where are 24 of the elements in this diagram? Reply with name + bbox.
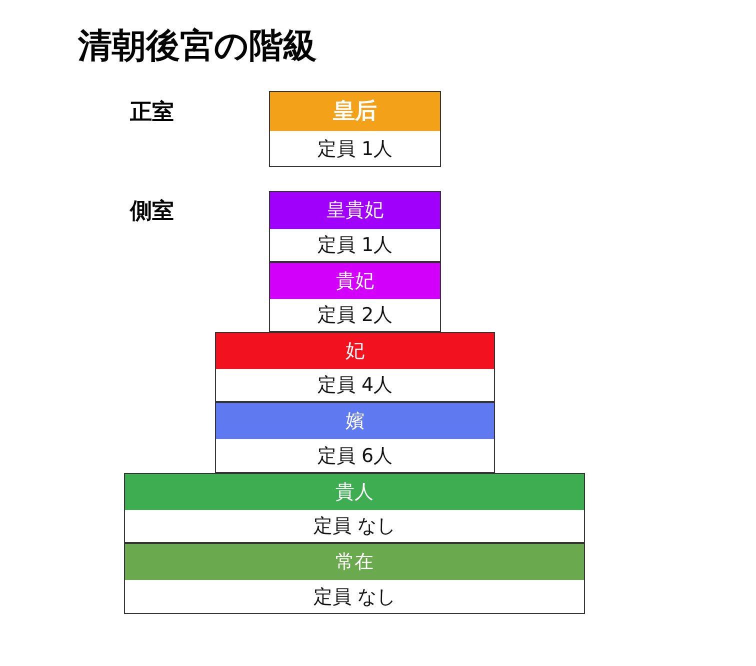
rank-heading: 常在 [125, 544, 584, 580]
category-label: 正室 [130, 98, 174, 127]
quota-text: 定員 1人 [316, 233, 394, 258]
rank-heading: 皇后 [270, 92, 440, 131]
quota-text: 定員 4人 [316, 373, 394, 398]
rank-heading: 貴人 [125, 474, 584, 510]
rank-heading: 皇貴妃 [270, 192, 440, 229]
rank-box [215, 402, 495, 473]
rank-heading: 妃 [216, 333, 494, 369]
category-label: 側室 [130, 198, 174, 226]
rank-heading: 嬪 [216, 403, 494, 439]
rank-box [269, 191, 441, 262]
rank-heading: 貴妃 [270, 263, 440, 299]
rank-box [215, 332, 495, 402]
title: 清朝後宮の階級 [78, 25, 317, 68]
rank-box [124, 473, 585, 543]
quota-text: 定員 なし [312, 585, 397, 610]
rank-box [269, 262, 441, 332]
rank-box [269, 91, 441, 167]
quota-text: 定員 2人 [316, 303, 394, 328]
quota-text: 定員 6人 [316, 444, 394, 469]
quota-text: 定員 1人 [316, 137, 394, 162]
rank-box [124, 543, 585, 614]
quota-text: 定員 なし [312, 514, 397, 539]
